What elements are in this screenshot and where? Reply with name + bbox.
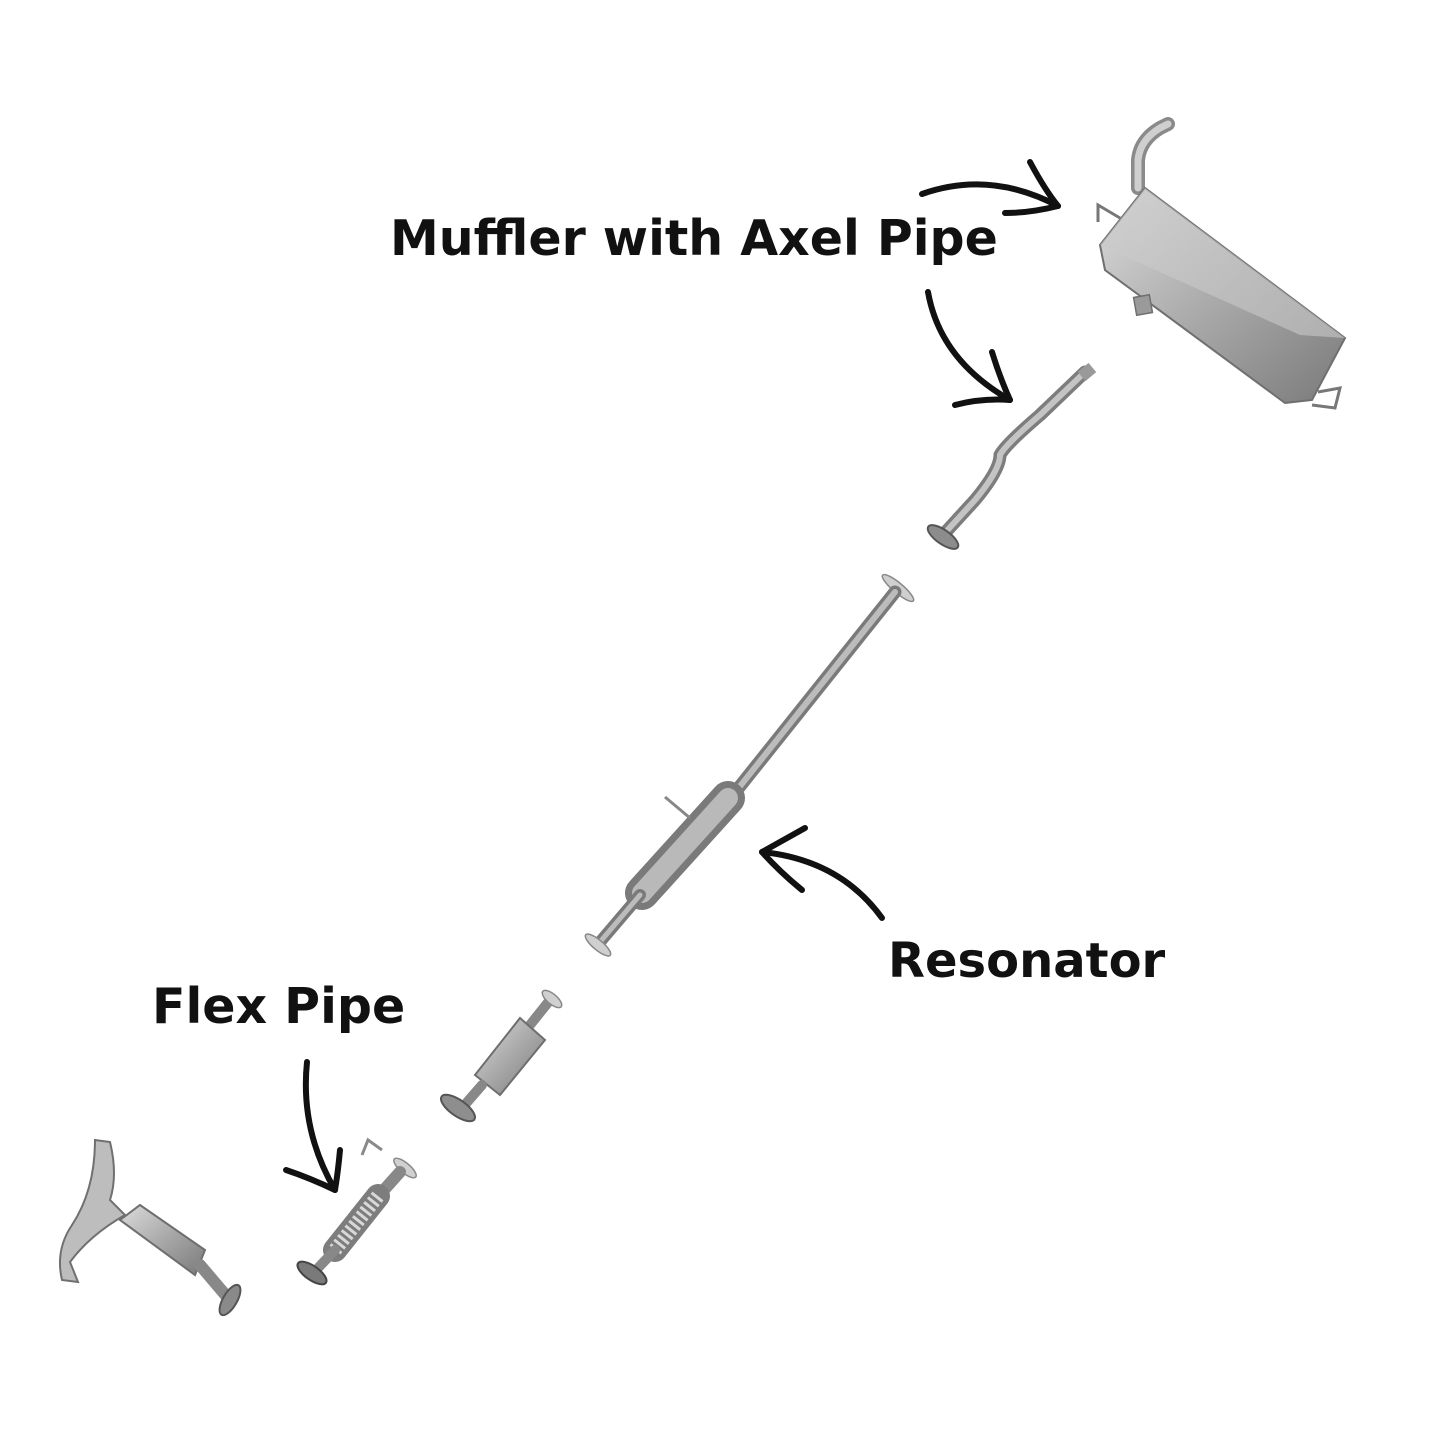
exhaust-manifold-part <box>59 1138 242 1317</box>
catalytic-converter-part <box>439 989 563 1123</box>
arrow-to-resonator <box>759 825 885 921</box>
muffler-part <box>1096 117 1347 410</box>
arrow-to-flex-pipe <box>283 1059 343 1193</box>
resonator-pipe-part <box>584 573 915 957</box>
arrow-to-axle-pipe <box>925 289 1013 408</box>
flex-pipe-part <box>296 1137 417 1286</box>
axle-pipe-part <box>926 362 1097 550</box>
muffler-label: Muffler with Axel Pipe <box>390 210 998 267</box>
resonator-label: Resonator <box>888 933 1166 989</box>
arrow-to-muffler <box>919 159 1061 216</box>
flex-pipe-label: Flex Pipe <box>152 978 406 1035</box>
